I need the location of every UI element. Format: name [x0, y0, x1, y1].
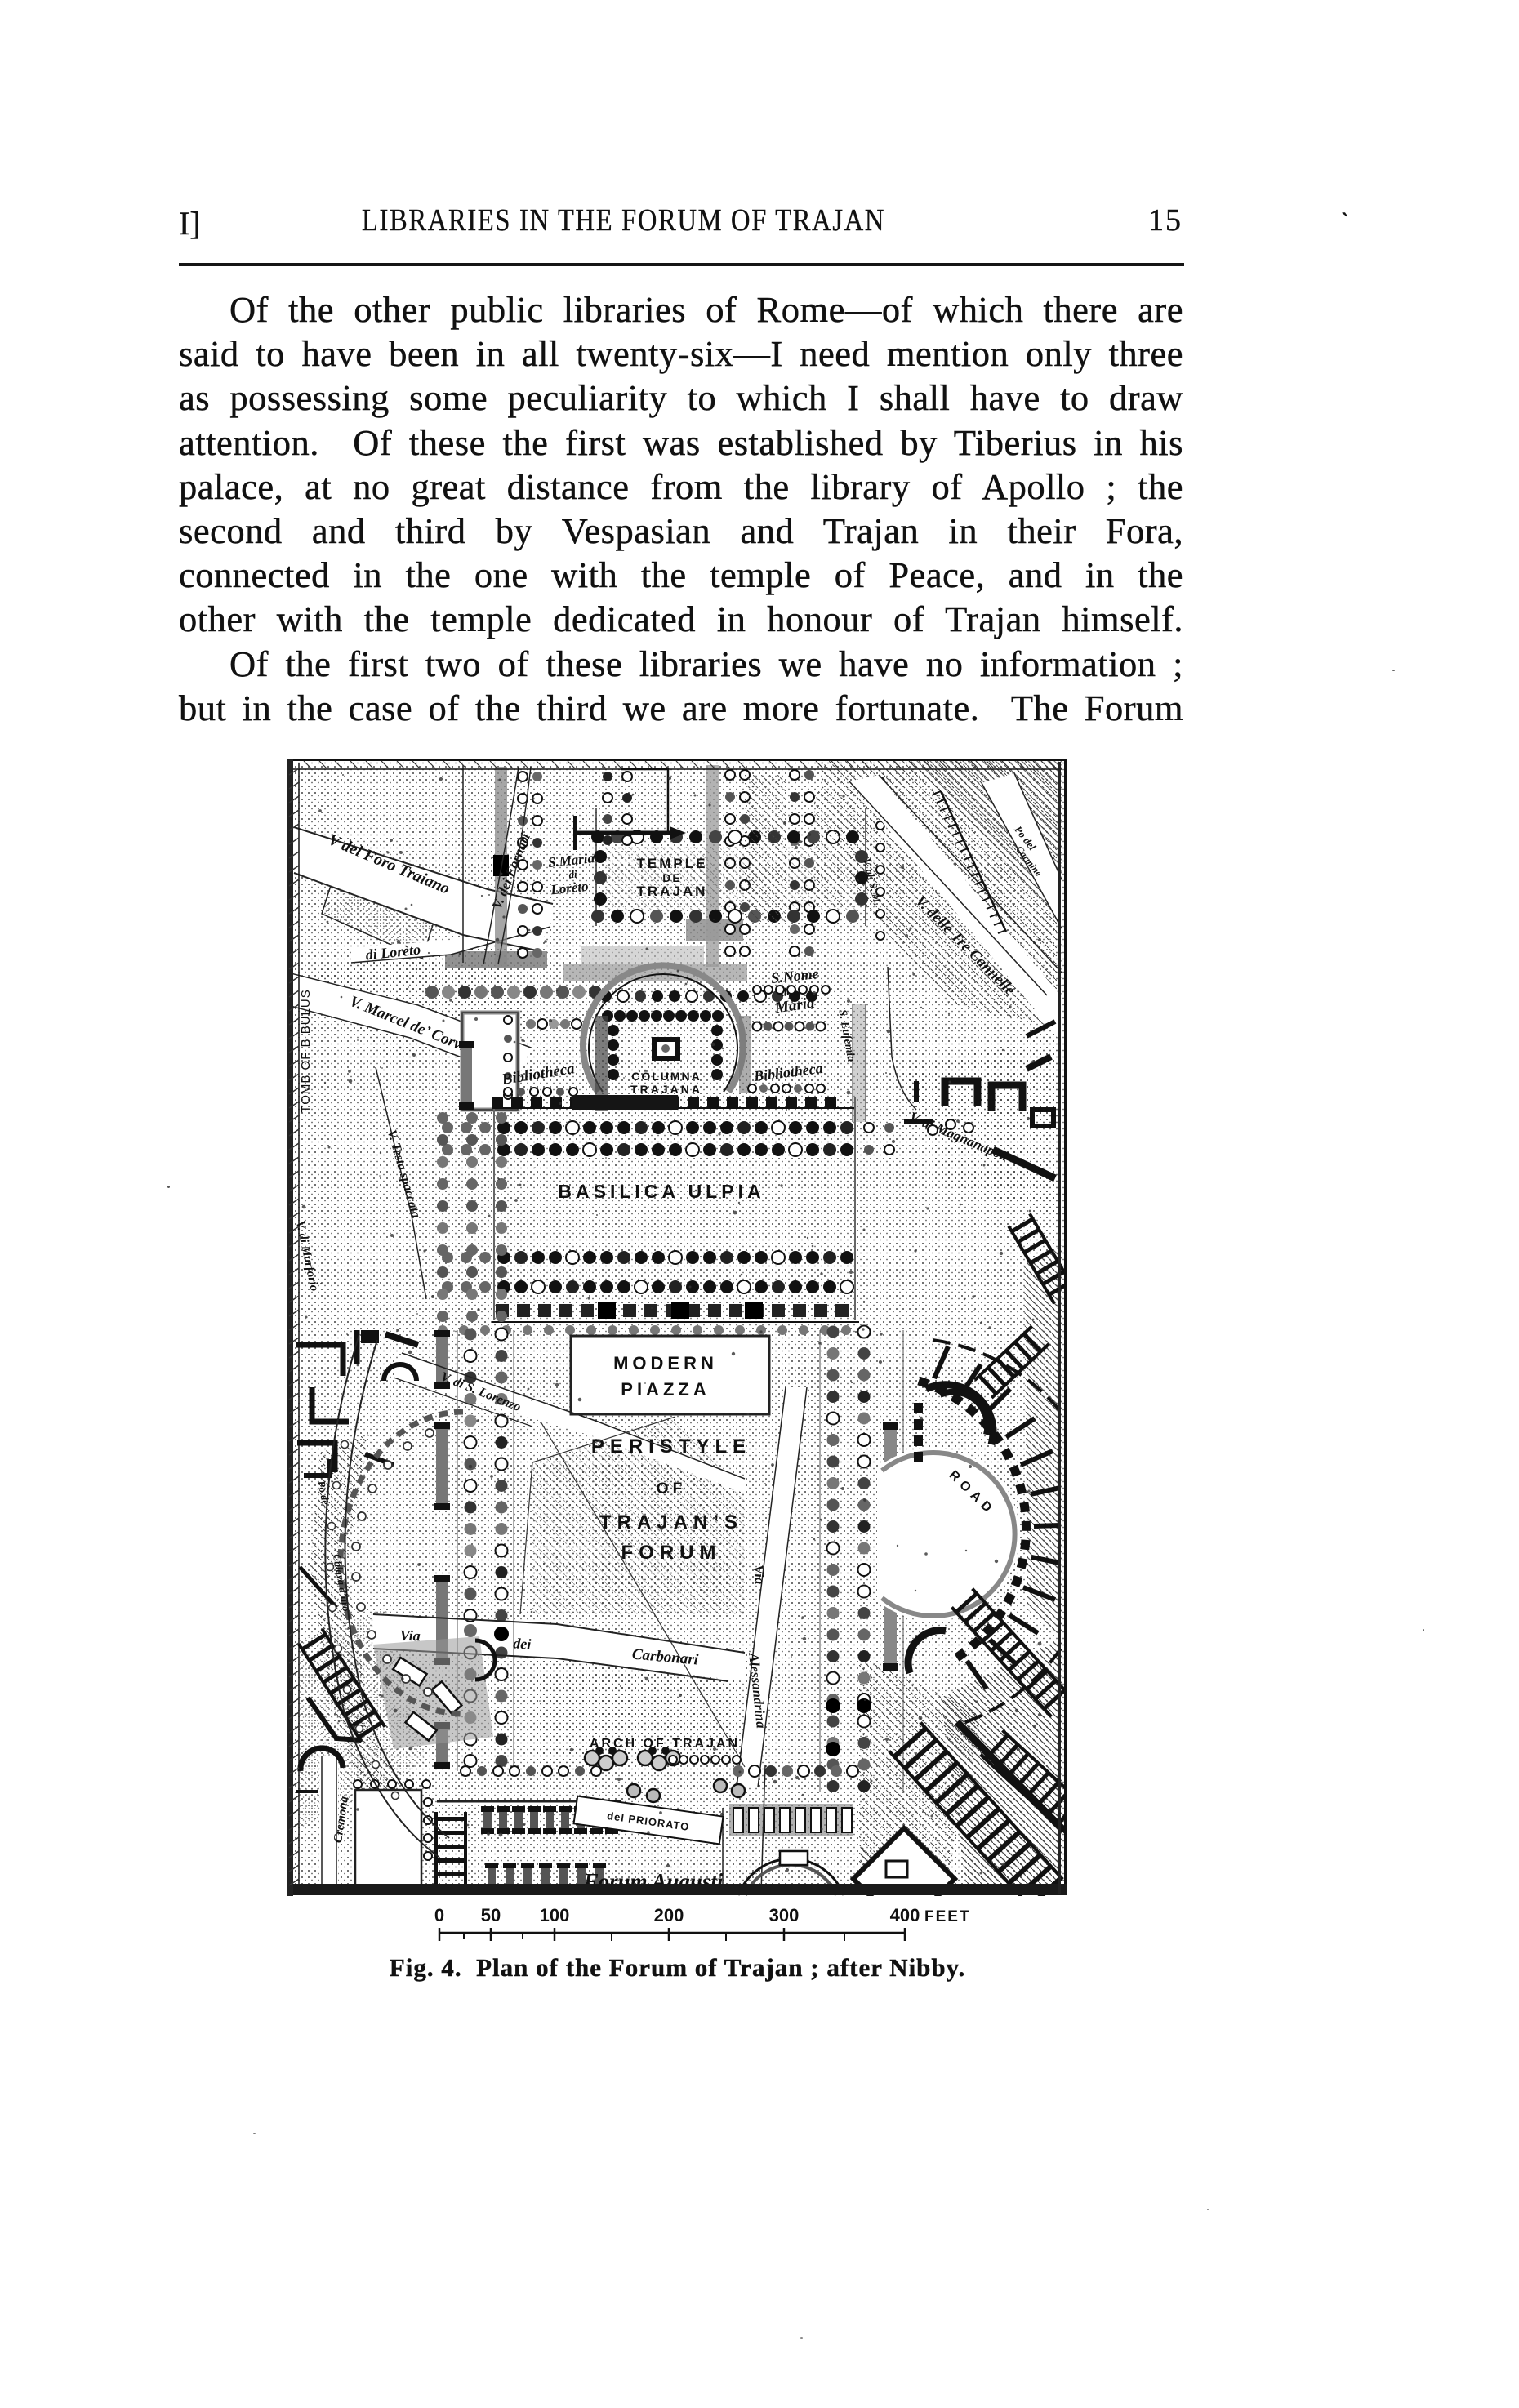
svg-text:200: 200 [654, 1905, 684, 1925]
svg-text:BASILICA ULPIA: BASILICA ULPIA [558, 1181, 764, 1202]
svg-text:OF: OF [657, 1480, 686, 1498]
svg-text:0: 0 [434, 1905, 444, 1925]
svg-text:FEET: FEET [924, 1908, 971, 1925]
svg-text:PIAZZA: PIAZZA [621, 1379, 710, 1400]
svg-text:300: 300 [769, 1905, 800, 1925]
svg-text:TRAJANʼS: TRAJANʼS [599, 1511, 743, 1533]
svg-text:CŌLUMNA: CŌLUMNA [631, 1069, 702, 1083]
svg-text:TRAJANA: TRAJANA [630, 1083, 702, 1096]
svg-text:di: di [568, 867, 578, 880]
svg-text:MODERN: MODERN [613, 1353, 718, 1373]
svg-text:dei: dei [513, 1635, 532, 1652]
svg-text:Lorèto: Lorèto [549, 879, 589, 898]
svg-text:PERISTYLE: PERISTYLE [591, 1435, 751, 1458]
svg-text:400: 400 [890, 1905, 920, 1925]
svg-text:50: 50 [481, 1905, 501, 1925]
svg-text:100: 100 [540, 1905, 570, 1925]
svg-text:ARCH OF TRAJAN: ARCH OF TRAJAN [590, 1737, 740, 1751]
svg-text:Via: Via [399, 1627, 421, 1645]
svg-text:TOMB OF B BULUS: TOMB OF B BULUS [299, 989, 313, 1112]
svg-text:FORUM: FORUM [621, 1542, 722, 1564]
svg-text:Via: Via [751, 1565, 768, 1586]
svg-text:Po de: Po de [315, 1480, 332, 1507]
svg-text:Cremona: Cremona [332, 1795, 351, 1844]
